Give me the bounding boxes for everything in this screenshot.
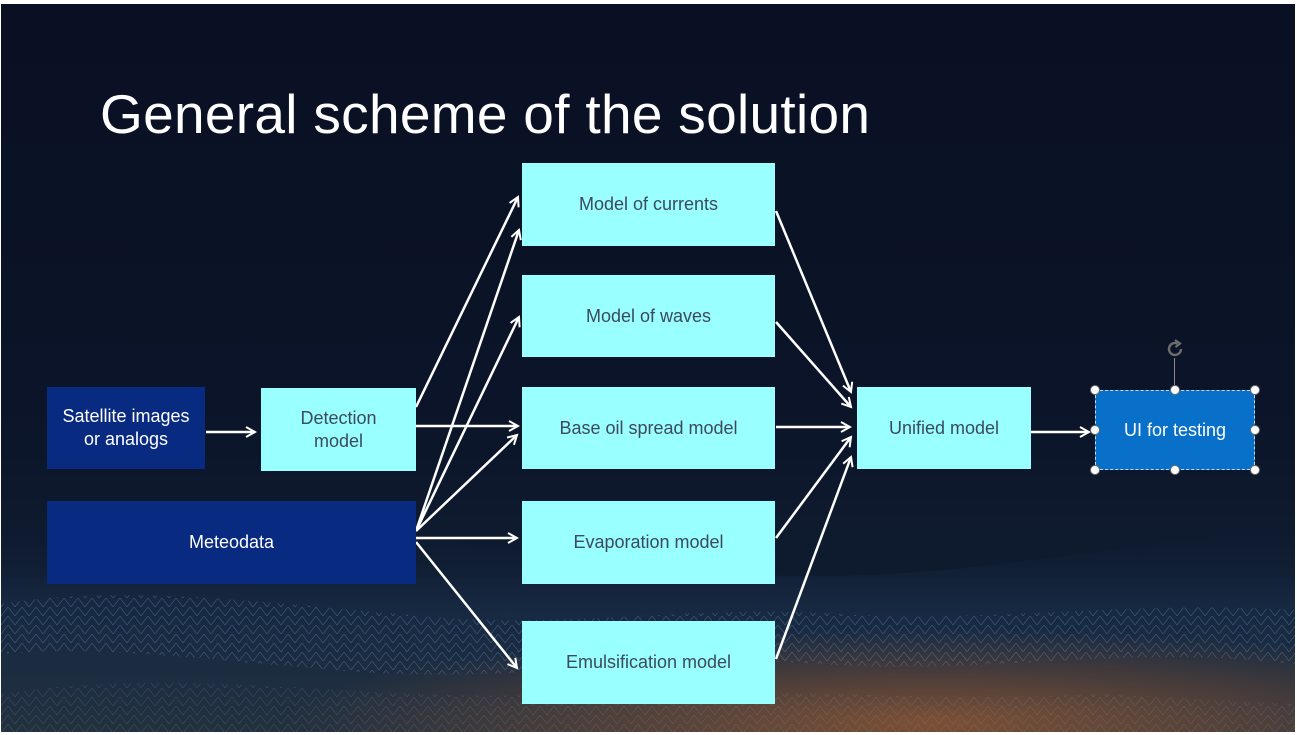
meteodata-box[interactable]: Meteodata: [47, 501, 416, 584]
connector-arrows: [206, 4, 1295, 732]
emulsification-model-box[interactable]: Emulsification model: [522, 621, 775, 704]
resize-handle-bottom-right[interactable]: [1250, 465, 1260, 475]
resize-handle-middle-left[interactable]: [1090, 425, 1100, 435]
arrow-detection-to-currents[interactable]: [414, 197, 518, 408]
model-of-waves-label: Model of waves: [585, 305, 712, 326]
rotate-handle-connector: [1174, 358, 1175, 385]
ui-for-testing-label: UI for testing: [1123, 419, 1227, 440]
base-oil-spread-model-label: Base oil spread model: [559, 417, 738, 438]
resize-handle-bottom-left[interactable]: [1090, 465, 1100, 475]
arrow-waves-to-unified[interactable]: [775, 321, 851, 407]
resize-handle-top-left[interactable]: [1090, 385, 1100, 395]
model-of-currents-label: Model of currents: [578, 194, 719, 214]
detection-model-label: Detection model: [300, 407, 377, 451]
meteodata-label: Meteodata: [188, 532, 275, 552]
emulsification-model-label: Emulsification model: [565, 652, 732, 672]
slide-title[interactable]: General scheme of the solution: [100, 83, 871, 145]
unified-model-box[interactable]: Unified model: [857, 387, 1031, 469]
arrow-evaporation-to-unified[interactable]: [774, 437, 851, 539]
resize-handle-bottom-center[interactable]: [1170, 465, 1180, 475]
resize-handle-top-center[interactable]: [1170, 385, 1180, 395]
base-oil-spread-model-box[interactable]: Base oil spread model: [522, 387, 775, 469]
resize-handle-middle-right[interactable]: [1250, 425, 1260, 435]
model-of-waves-box[interactable]: Model of waves: [522, 275, 775, 357]
arrow-emulsification-to-unified[interactable]: [774, 457, 851, 660]
arrow-meteodata-to-base-spread[interactable]: [415, 435, 517, 532]
model-of-currents-box[interactable]: Model of currents: [522, 163, 775, 246]
detection-model-box[interactable]: Detection model: [261, 388, 416, 471]
rotate-handle-icon[interactable]: [1163, 337, 1187, 361]
arrow-meteodata-to-emulsification[interactable]: [415, 541, 517, 668]
resize-handle-top-right[interactable]: [1250, 385, 1260, 395]
arrow-meteodata-to-currents[interactable]: [414, 230, 519, 532]
satellite-images-label: Satellite images or analogs: [62, 406, 190, 449]
arrow-meteodata-to-waves[interactable]: [414, 317, 519, 532]
arrow-currents-to-unified[interactable]: [774, 210, 851, 392]
unified-model-label: Unified model: [888, 417, 1000, 438]
ui-for-testing-box[interactable]: UI for testing: [1095, 390, 1255, 470]
slide: General scheme of the solution Satellite…: [1, 4, 1295, 732]
evaporation-model-label: Evaporation model: [573, 532, 724, 552]
satellite-images-box[interactable]: Satellite images or analogs: [47, 387, 205, 469]
evaporation-model-box[interactable]: Evaporation model: [522, 501, 775, 584]
